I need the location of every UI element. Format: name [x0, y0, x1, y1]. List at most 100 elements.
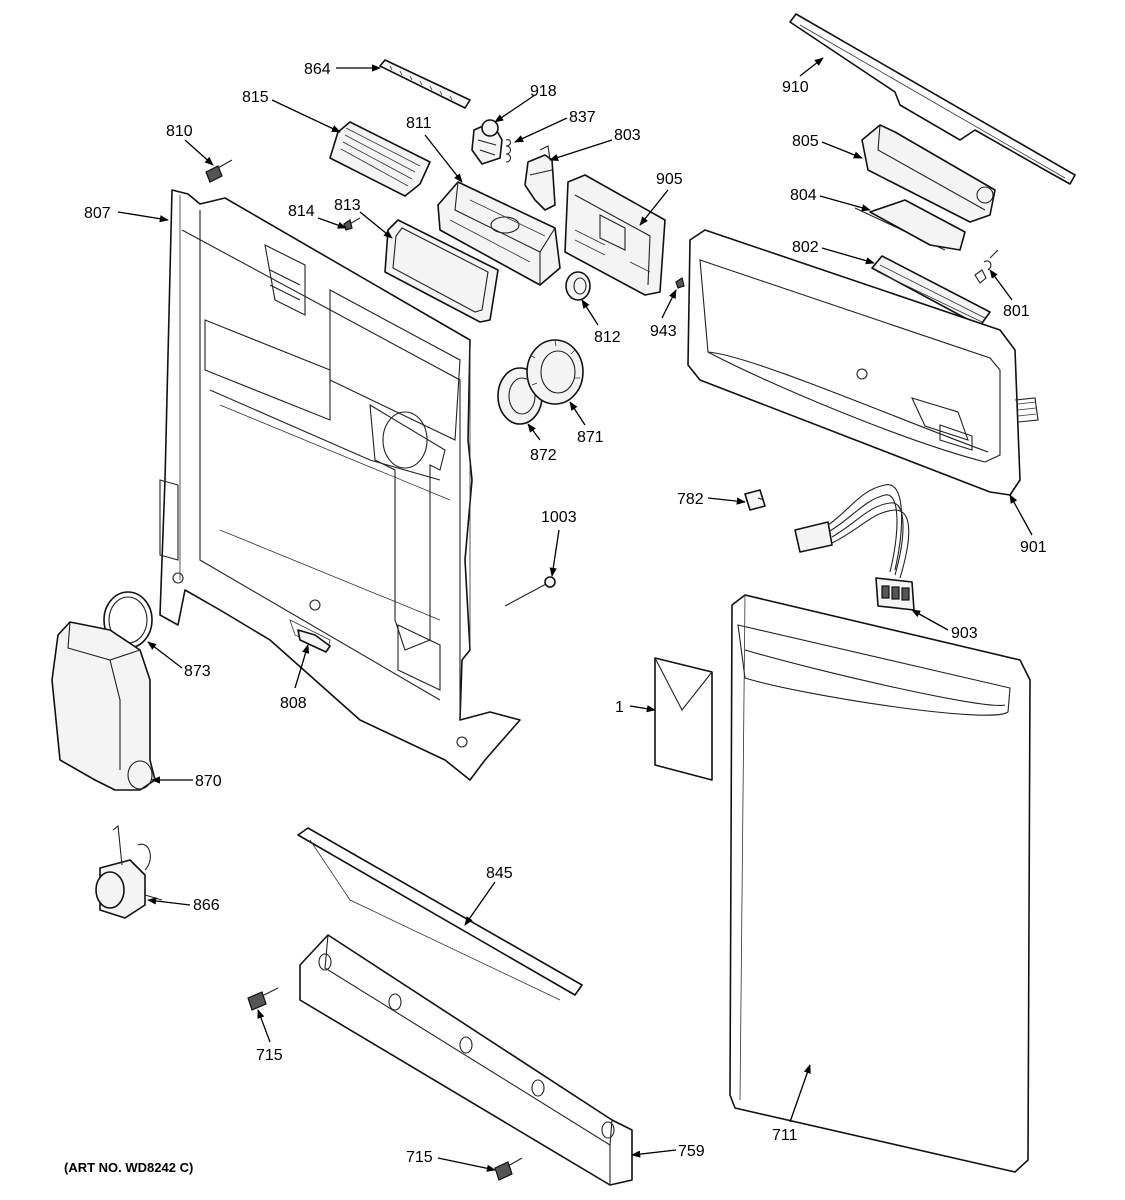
callout-802: 802 — [792, 239, 819, 256]
callout-1: 1 — [615, 699, 624, 716]
leader-805 — [821, 141, 863, 159]
control-board-905 — [564, 174, 666, 296]
leader-715a — [257, 1009, 271, 1043]
bracket-805 — [861, 124, 996, 223]
callout-943: 943 — [650, 323, 677, 340]
callout-910: 910 — [782, 79, 809, 96]
leader-782 — [707, 497, 746, 505]
screw-943 — [675, 277, 685, 289]
leader-803 — [549, 139, 613, 161]
literature-packet-1 — [654, 657, 713, 781]
leader-802 — [821, 247, 875, 265]
callout-872: 872 — [530, 447, 557, 464]
callout-812: 812 — [594, 329, 621, 346]
leader-807 — [117, 211, 169, 223]
callout-810: 810 — [166, 123, 193, 140]
callout-813: 813 — [334, 197, 361, 214]
pin-1003 — [504, 576, 556, 607]
top-rail-910 — [789, 13, 1076, 185]
leader-lines — [117, 57, 1033, 1172]
leader-811 — [424, 134, 463, 183]
control-panel-901 — [687, 229, 1039, 496]
bracket-803 — [524, 145, 556, 211]
leader-903 — [911, 609, 949, 631]
spring-801 — [974, 249, 999, 284]
callout-814: 814 — [288, 203, 315, 220]
callout-labels: 864 918 837 803 815 810 811 905 807 814 … — [84, 61, 1047, 1166]
leader-943 — [661, 289, 677, 319]
leader-808 — [294, 644, 310, 689]
screw-715-bottom — [494, 1157, 523, 1181]
callout-870: 870 — [195, 773, 222, 790]
leader-901 — [1009, 494, 1033, 536]
leader-837 — [514, 117, 568, 143]
leader-1 — [629, 705, 656, 713]
callout-715a: 715 — [256, 1047, 283, 1064]
callout-873: 873 — [184, 663, 211, 680]
leader-1003 — [549, 529, 560, 577]
inner-door-panel-807 — [159, 189, 521, 781]
kickplate-759 — [299, 934, 633, 1186]
callout-711: 711 — [772, 1127, 798, 1144]
screw-715-left — [247, 987, 279, 1011]
leader-910 — [799, 57, 824, 77]
gasket-813 — [384, 219, 499, 323]
callout-866: 866 — [193, 897, 220, 914]
trim-strip-845 — [297, 827, 583, 1001]
leader-872 — [527, 423, 541, 441]
callout-811: 811 — [406, 115, 432, 132]
spring-837 — [505, 139, 512, 163]
housing-870 — [51, 621, 156, 791]
callout-905: 905 — [656, 171, 683, 188]
callout-801: 801 — [1003, 303, 1030, 320]
leader-711 — [789, 1064, 811, 1123]
callout-864: 864 — [304, 61, 331, 78]
callout-901: 901 — [1020, 539, 1047, 556]
callout-804: 804 — [790, 187, 817, 204]
callout-807: 807 — [84, 205, 111, 222]
wire-harness-903 — [794, 484, 915, 611]
callout-715b: 715 — [406, 1149, 433, 1166]
callout-903: 903 — [951, 625, 978, 642]
gear-ring-871 — [526, 339, 584, 405]
outer-door-panel-711 — [729, 594, 1031, 1173]
callout-1003: 1003 — [541, 509, 577, 526]
callout-837: 837 — [569, 109, 596, 126]
callout-845: 845 — [486, 865, 513, 882]
leader-918 — [494, 94, 536, 123]
leader-873 — [147, 641, 183, 669]
leader-845 — [464, 881, 496, 926]
connector-782 — [744, 489, 766, 511]
art-number: (ART NO. WD8242 C) — [64, 1160, 193, 1175]
leader-813 — [359, 211, 393, 239]
leader-759 — [631, 1149, 677, 1158]
switch-918 — [471, 119, 503, 165]
callout-815: 815 — [242, 89, 269, 106]
valve-866 — [95, 824, 163, 919]
leader-715b — [437, 1157, 496, 1172]
screw-810 — [205, 159, 233, 183]
hinge-bar-802 — [871, 255, 991, 327]
leader-812 — [581, 299, 599, 326]
leader-804 — [819, 195, 871, 212]
leader-871 — [569, 401, 586, 426]
leader-905 — [639, 189, 669, 226]
callout-782: 782 — [677, 491, 704, 508]
slide-arm-804 — [854, 199, 966, 251]
leader-814 — [317, 217, 347, 229]
callout-808: 808 — [280, 695, 307, 712]
leader-810 — [184, 139, 214, 166]
clip-808 — [297, 629, 331, 653]
leader-801 — [989, 269, 1013, 301]
leader-815 — [271, 99, 341, 133]
screw-814 — [343, 217, 361, 231]
callout-871: 871 — [577, 429, 604, 446]
callout-918: 918 — [530, 83, 557, 100]
callout-759: 759 — [678, 1143, 705, 1160]
vent-grille-815 — [329, 121, 431, 197]
callout-803: 803 — [614, 127, 641, 144]
callout-805: 805 — [792, 133, 819, 150]
vent-strip-864 — [379, 59, 471, 109]
leader-866 — [147, 897, 191, 906]
